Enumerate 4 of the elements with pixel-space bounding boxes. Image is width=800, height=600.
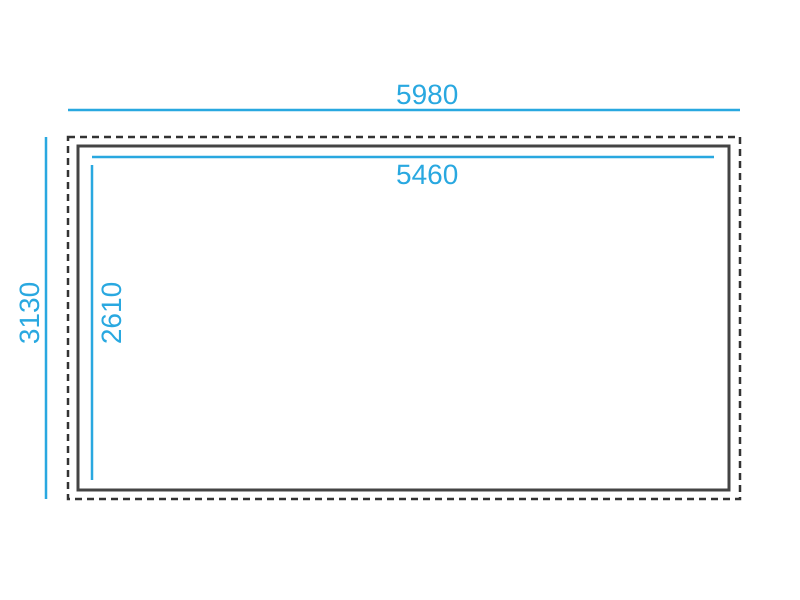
dimension-label: 5460 [396,160,458,190]
dimension-label: 5980 [396,80,458,110]
dimension-label: 3130 [15,282,46,344]
dimension-label: 2610 [97,282,128,344]
